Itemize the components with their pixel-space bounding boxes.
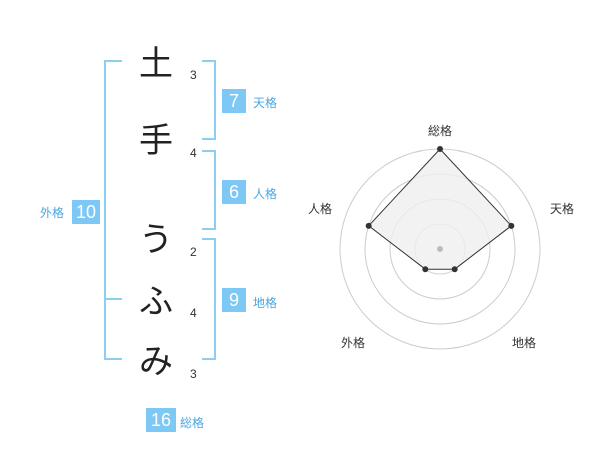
radar-label-tenkaku: 天格 xyxy=(549,202,574,216)
tenkaku-badge: 7 xyxy=(222,89,246,113)
radar-label-jinkaku: 人格 xyxy=(307,202,332,216)
stroke-count-5: 3 xyxy=(190,367,197,381)
tenkaku-bracket xyxy=(202,60,216,140)
soukaku-badge: 16 xyxy=(146,408,176,432)
radar-point-tenkaku xyxy=(508,222,515,229)
chikaku-bracket xyxy=(202,238,216,360)
radar-point-soukaku xyxy=(437,146,443,152)
gaikaku-badge: 10 xyxy=(72,200,100,224)
stroke-count-2: 4 xyxy=(190,146,197,160)
jinkaku-label: 人格 xyxy=(253,187,278,201)
radar-center-dot xyxy=(437,246,443,252)
jinkaku-badge: 6 xyxy=(222,180,246,204)
radar-point-gaikaku xyxy=(422,266,429,273)
chikaku-label: 地格 xyxy=(253,296,278,310)
stroke-count-3: 2 xyxy=(190,245,197,259)
gaikaku-bracket xyxy=(104,60,122,360)
radar-label-gaikaku: 外格 xyxy=(340,336,365,350)
name-char-4: ふ xyxy=(139,282,173,322)
chikaku-badge: 9 xyxy=(222,288,246,312)
radar-label-soukaku: 総格 xyxy=(427,124,452,138)
radar-score-polygon xyxy=(367,148,513,270)
stroke-count-4: 4 xyxy=(190,306,197,320)
name-char-1: 土 xyxy=(139,44,173,84)
radar-label-chikaku: 地格 xyxy=(511,336,536,350)
stroke-count-1: 3 xyxy=(190,68,197,82)
radar-point-chikaku xyxy=(451,266,458,273)
gaikaku-label: 外格 xyxy=(40,206,65,220)
name-char-2: 手 xyxy=(139,121,173,161)
jinkaku-bracket xyxy=(202,150,216,230)
name-char-3: う xyxy=(139,220,173,260)
tenkaku-label: 天格 xyxy=(253,96,278,110)
radar-point-jinkaku xyxy=(365,222,372,229)
soukaku-label: 総格 xyxy=(180,416,205,430)
name-char-5: み xyxy=(139,342,173,382)
gaikaku-bracket-mid-tick xyxy=(104,298,122,300)
